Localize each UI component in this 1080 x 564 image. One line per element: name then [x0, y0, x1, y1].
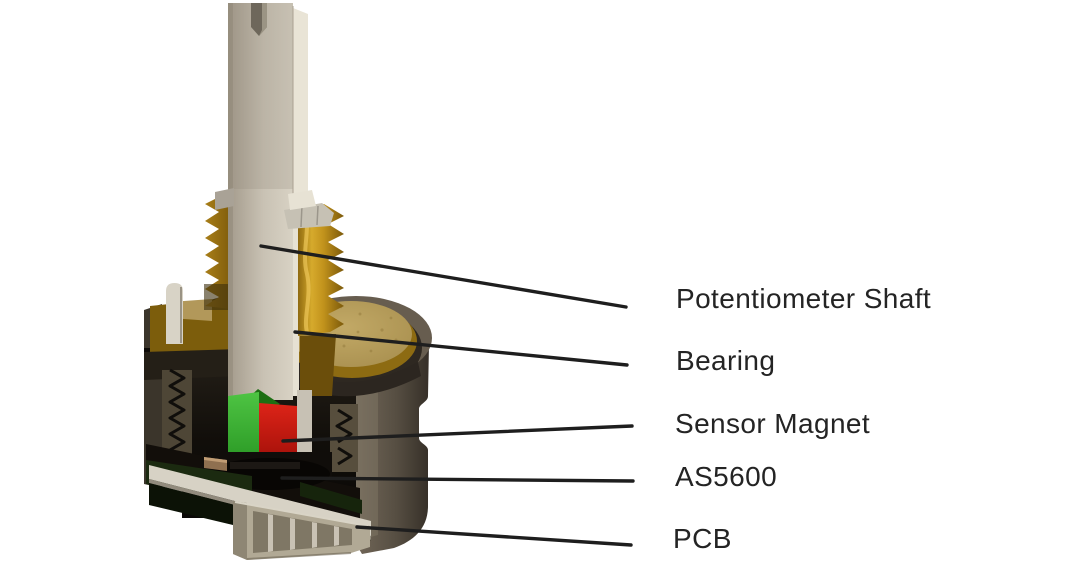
- leader-line-pcb: [355, 525, 633, 547]
- locating-pin-graphic: [166, 283, 183, 344]
- leader-line-sensor-magnet: [281, 424, 634, 443]
- label-potentiometer-shaft: Potentiometer Shaft: [676, 283, 932, 314]
- connector-pins-graphic: [268, 514, 339, 552]
- leader-lines: [259, 244, 635, 547]
- bearing-thread-right-graphic: [284, 190, 344, 396]
- label-sensor-magnet: Sensor Magnet: [675, 408, 871, 439]
- label-bearing: Bearing: [676, 345, 776, 376]
- label-as5600: AS5600: [675, 461, 778, 492]
- sensor-magnet-graphic: [228, 389, 312, 462]
- label-pcb: PCB: [673, 523, 732, 554]
- connector-graphic: [233, 501, 370, 560]
- potentiometer-shaft-graphic: [215, 3, 308, 400]
- leader-line-potentiometer-shaft: [259, 244, 628, 309]
- leader-line-bearing: [293, 330, 629, 367]
- leader-line-as5600: [280, 476, 635, 483]
- shaft-slot-graphic: [251, 3, 267, 36]
